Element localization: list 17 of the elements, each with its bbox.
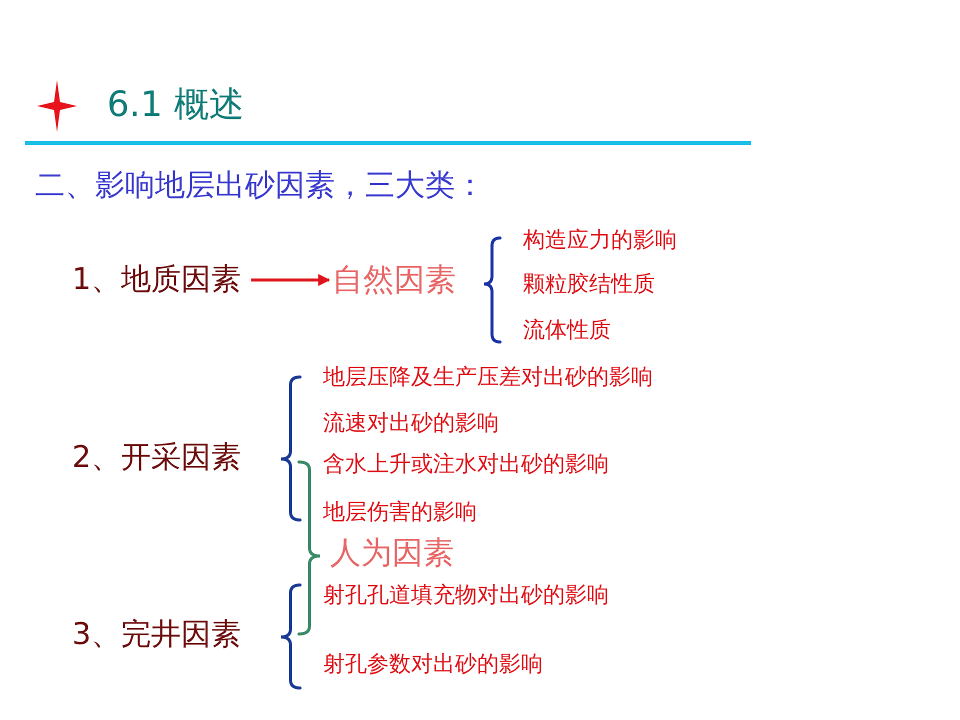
factor-item: 射孔孔道填充物对出砂的影响 <box>323 583 609 610</box>
factor-item: 流体性质 <box>523 318 611 344</box>
group-term: 自然因素 <box>332 262 456 300</box>
factor-item: 射孔参数对出砂的影响 <box>323 652 543 678</box>
factor-item: 含水上升或注水对出砂的影响 <box>323 452 609 478</box>
slide-title: 6.1 概述 <box>107 84 244 126</box>
arrow <box>251 274 330 286</box>
section-heading: 二、影响地层出砂因素，三大类： <box>35 168 485 204</box>
factor-heading: 1、地质因素 <box>72 262 242 298</box>
factor-item: 地层压降及生产压差对出砂的影响 <box>323 365 653 392</box>
factor-item: 地层伤害的影响 <box>323 500 477 526</box>
factor-item: 颗粒胶结性质 <box>523 272 655 298</box>
factor-heading: 2、开采因素 <box>72 440 242 476</box>
group-term: 人为因素 <box>330 535 454 572</box>
factor-heading: 3、完井因素 <box>72 617 242 653</box>
factor-item: 流速对出砂的影响 <box>323 411 499 438</box>
factor-item: 构造应力的影响 <box>523 228 677 254</box>
